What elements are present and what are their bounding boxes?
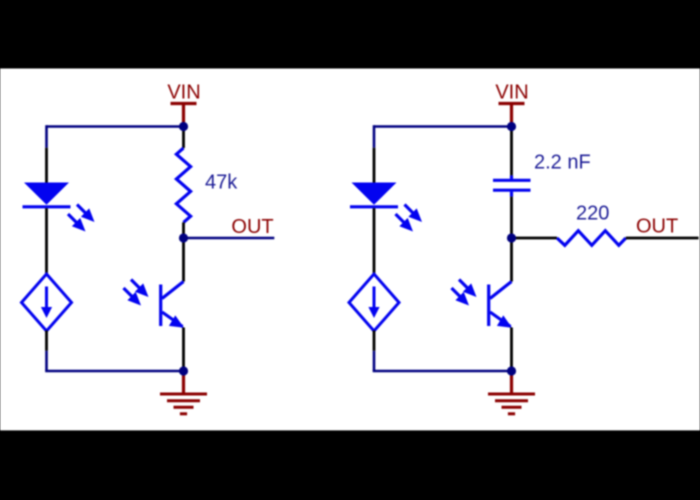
svg-text:220: 220	[576, 203, 609, 225]
svg-text:OUT: OUT	[636, 216, 678, 238]
svg-text:47k: 47k	[205, 172, 238, 194]
svg-text:OUT: OUT	[231, 216, 273, 238]
svg-text:2.2 nF: 2.2 nF	[534, 152, 591, 174]
